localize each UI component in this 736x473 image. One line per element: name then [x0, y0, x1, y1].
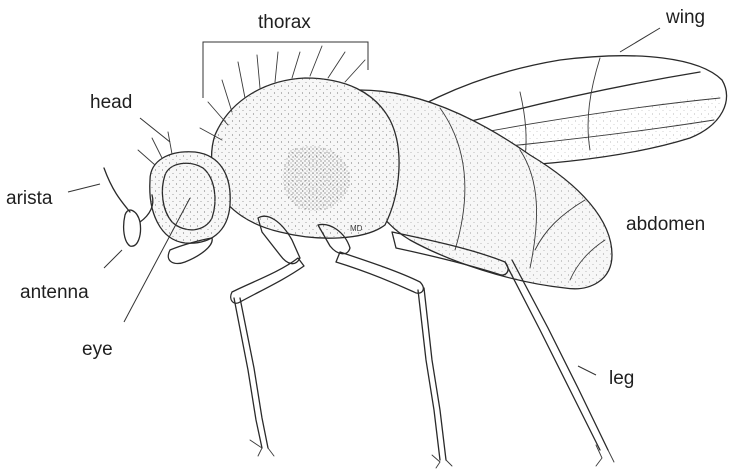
label-abdomen: abdomen	[626, 215, 705, 234]
artist-signature: MD	[350, 225, 362, 233]
label-eye: eye	[82, 340, 113, 359]
label-antenna: antenna	[20, 283, 89, 302]
label-wing: wing	[666, 8, 705, 27]
arista-leader	[68, 184, 100, 192]
label-thorax: thorax	[258, 13, 311, 32]
label-arista: arista	[6, 189, 52, 208]
label-leg: leg	[609, 369, 634, 388]
antenna-shape	[104, 168, 153, 246]
wing-leader	[620, 28, 660, 52]
antenna-leader	[104, 250, 122, 268]
label-head: head	[90, 93, 132, 112]
leg-leader	[578, 366, 596, 375]
head-leader	[140, 118, 170, 142]
